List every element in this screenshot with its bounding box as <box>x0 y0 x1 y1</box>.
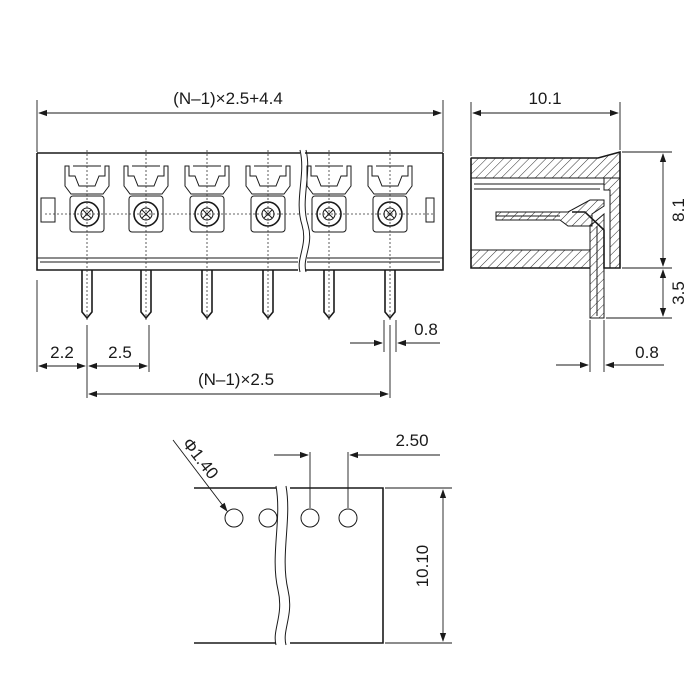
pin <box>384 270 396 320</box>
overall-width-label: (N–1)×2.5+4.4 <box>173 89 283 108</box>
pin-width-front-label: 0.8 <box>414 320 438 339</box>
pin <box>323 270 335 320</box>
pcb-dimensions: Φ1.40 2.50 10.10 <box>172 431 452 644</box>
wire-entry <box>367 165 413 195</box>
end-offset-label: 2.2 <box>50 343 74 362</box>
wire-entry <box>123 165 169 195</box>
hole-pitch-label: 2.50 <box>395 431 428 450</box>
side-view <box>470 150 621 319</box>
side-depth-label: 10.1 <box>528 89 561 108</box>
pcb-hole <box>258 508 278 528</box>
pitch-label: 2.5 <box>108 343 132 362</box>
pcb-hole <box>338 508 358 528</box>
wire-entry <box>64 165 110 195</box>
pitch-span-label: (N–1)×2.5 <box>198 370 274 389</box>
wire-entry <box>306 165 352 195</box>
wire-entry <box>245 165 291 195</box>
pin <box>81 270 93 320</box>
front-dimensions: (N–1)×2.5+4.4 2.2 2.5 (N–1)×2.5 0.8 <box>36 89 444 398</box>
pcb-hole <box>224 508 244 528</box>
pin-length-label: 3.5 <box>669 281 688 305</box>
pin <box>201 270 213 320</box>
wire-entry <box>184 165 230 195</box>
pin <box>262 270 274 320</box>
pcb-height-label: 10.10 <box>413 545 432 588</box>
side-height-label: 8.1 <box>669 198 688 222</box>
pcb-hole <box>300 508 320 528</box>
pcb-layout <box>194 485 384 646</box>
side-dimensions: 10.1 8.1 3.5 0.8 <box>470 89 688 372</box>
pin <box>140 270 152 320</box>
pin-width-side-label: 0.8 <box>635 343 659 362</box>
front-view <box>36 149 444 320</box>
